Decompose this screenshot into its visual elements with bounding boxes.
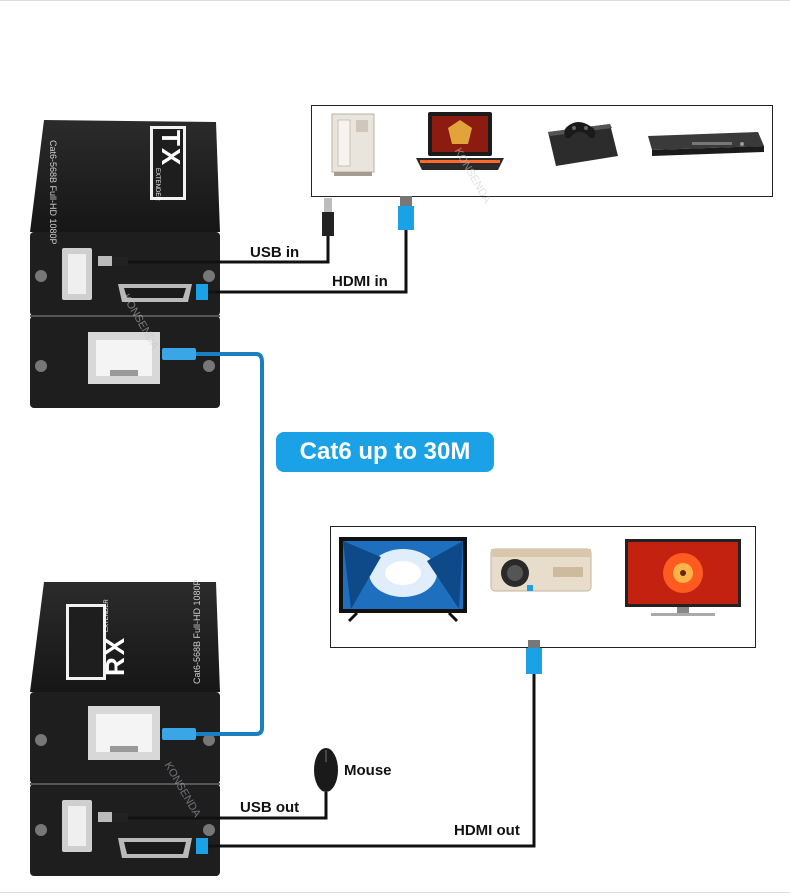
mouse-icon xyxy=(314,748,338,792)
screw-icon xyxy=(35,360,47,372)
screw-icon xyxy=(203,824,215,836)
hdmi-in-label: HDMI in xyxy=(332,273,388,290)
hdmi-in-cable xyxy=(196,196,414,300)
source-devices-panel xyxy=(311,105,773,197)
cat6-cable xyxy=(162,348,264,740)
usb-out-label: USB out xyxy=(240,799,300,816)
rx-model-text: Cat6-568B Full-HD 1080P xyxy=(192,579,202,684)
screw-icon xyxy=(35,734,47,746)
screw-icon xyxy=(35,824,47,836)
laptop-icon xyxy=(416,112,504,170)
pc-tower-icon xyxy=(331,113,375,176)
screw-icon xyxy=(203,360,215,372)
cable-length-badge: Cat6 up to 30M xyxy=(276,432,494,472)
rx-badge-label: RX xyxy=(100,635,130,676)
dvd-player-icon xyxy=(648,132,764,156)
usb-in-cable xyxy=(98,198,334,266)
tx-extender-unit xyxy=(30,120,220,408)
hdmi-out-cable xyxy=(196,640,542,854)
display-devices-panel xyxy=(330,526,756,648)
rx-badge-sub: EXTENDER xyxy=(104,599,110,632)
tx-badge-sub: EXTENDER xyxy=(154,168,160,201)
screw-icon xyxy=(203,734,215,746)
screw-icon xyxy=(35,270,47,282)
hdmi-plug-icon xyxy=(526,648,542,674)
usb-out-cable xyxy=(98,748,338,822)
top-divider xyxy=(0,0,790,1)
bottom-divider xyxy=(0,892,790,893)
projector-icon xyxy=(490,548,592,592)
mouse-label: Mouse xyxy=(344,762,392,779)
monitor-icon xyxy=(625,539,741,616)
tv-icon xyxy=(339,537,467,623)
screw-icon xyxy=(203,270,215,282)
tx-model-text: Cat6-568B Full-HD 1080P xyxy=(48,140,58,245)
rx-badge: RX xyxy=(100,636,131,676)
game-console-icon xyxy=(548,122,618,166)
tx-badge-label: TX xyxy=(156,130,186,168)
rx-extender-unit xyxy=(30,582,220,876)
usb-in-label: USB in xyxy=(250,244,300,261)
usb-plug-icon xyxy=(322,212,334,236)
hdmi-plug-icon xyxy=(398,206,414,230)
hdmi-out-label: HDMI out xyxy=(454,822,520,839)
